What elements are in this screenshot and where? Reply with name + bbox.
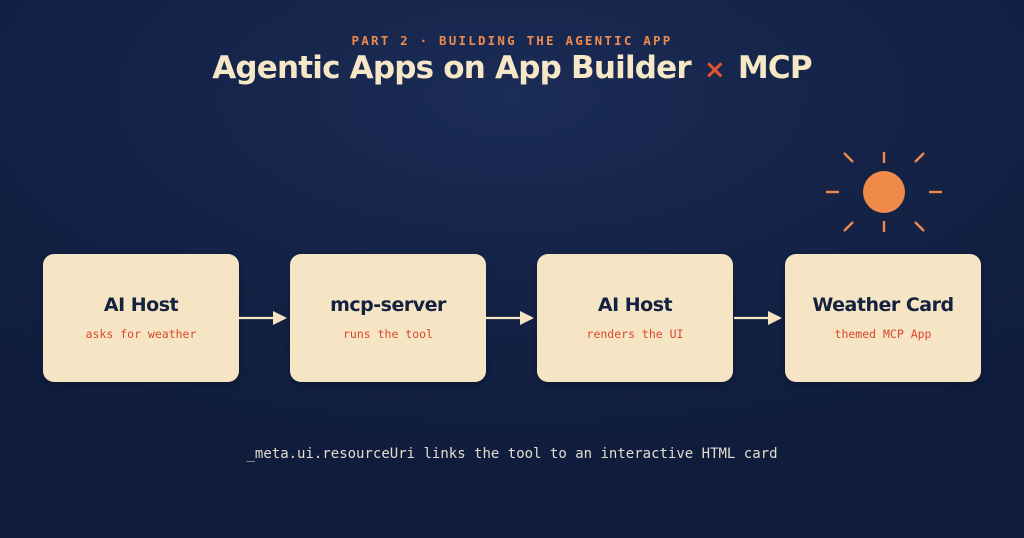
- step-title: AI Host: [597, 294, 673, 316]
- flow-step-mcp-server: mcp-server runs the tool: [290, 254, 486, 382]
- step-subtitle: asks for weather: [85, 327, 197, 341]
- title-cross: ×: [703, 55, 726, 85]
- arrow-right-icon: [486, 311, 534, 325]
- title-main: Agentic Apps on App Builder: [212, 50, 691, 86]
- flow-step-weather-card: Weather Card themed MCP App: [785, 254, 981, 382]
- flow-step-ai-host-render: AI Host renders the UI: [537, 254, 733, 382]
- sun-icon: [826, 152, 942, 232]
- title-mcp: MCP: [737, 50, 813, 86]
- step-subtitle: themed MCP App: [834, 327, 932, 341]
- step-title: mcp-server: [330, 294, 446, 316]
- step-subtitle: renders the UI: [586, 327, 684, 341]
- flow-step-ai-host-request: AI Host asks for weather: [43, 254, 239, 382]
- part-kicker: PART 2 · BUILDING THE AGENTIC APP: [351, 33, 673, 48]
- footer-caption: _meta.ui.resourceUri links the tool to a…: [246, 446, 778, 462]
- step-title: Weather Card: [812, 294, 954, 316]
- step-subtitle: runs the tool: [342, 327, 433, 341]
- arrow-right-icon: [734, 311, 782, 325]
- page-title: Agentic Apps on App Builder × MCP: [0, 50, 1024, 86]
- step-title: AI Host: [103, 294, 179, 316]
- arrow-right-icon: [239, 311, 287, 325]
